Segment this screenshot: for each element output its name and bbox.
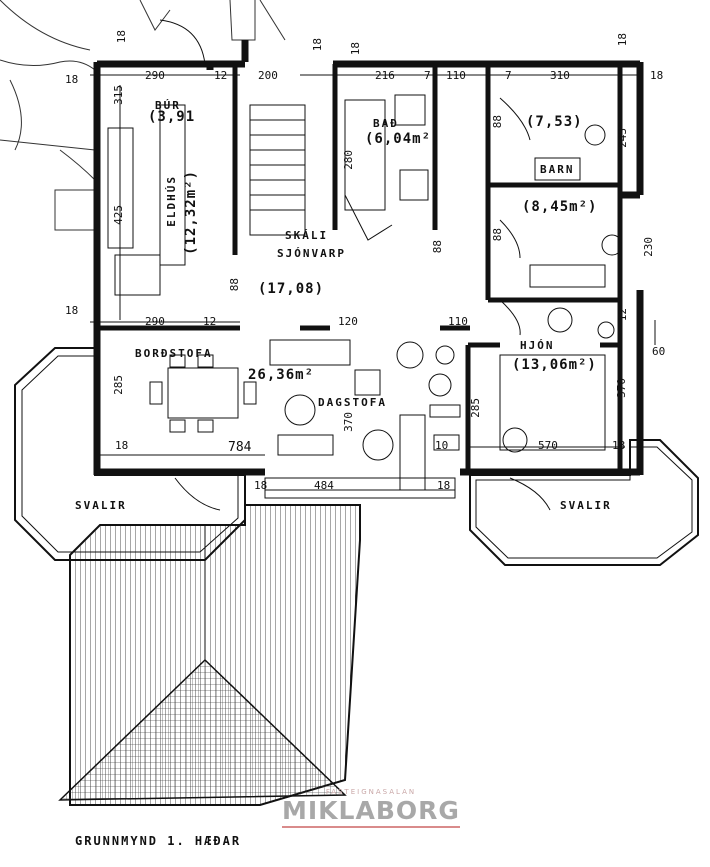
room-label-sjonvarp: SJÓNVARP [277, 247, 346, 260]
dimension-label: 310 [550, 69, 570, 82]
dimension-lines [90, 74, 656, 491]
room-label-eldhus: ELDHÚS [165, 175, 178, 227]
dimension-label: 280 [342, 150, 355, 170]
dimension-label: 120 [338, 315, 358, 328]
room-label-bad: BAÐ [373, 117, 399, 130]
dimension-label: 7 [424, 69, 431, 82]
room-area-barn2: (8,45m²) [522, 199, 598, 215]
interior-walls [97, 64, 623, 472]
room-label-hjon: HJÓN [520, 339, 555, 352]
exterior-walls [93, 40, 644, 476]
site-sketch [0, 0, 286, 231]
room-label-svalir-left: SVALIR [75, 499, 127, 512]
room-area-hjon: (13,06m²) [512, 357, 597, 373]
dimension-label: 18 [65, 73, 79, 86]
dimension-label: 484 [314, 479, 334, 492]
brand-tagline: FASTEIGNASALAN [325, 788, 417, 796]
room-label-dagstofa: DAGSTOFA [318, 396, 387, 409]
dimension-label: 370 [342, 412, 355, 432]
dimension-label: 10 [435, 439, 449, 452]
dimension-label: 110 [448, 315, 468, 328]
dimension-label: 243 [616, 128, 629, 148]
dimension-label: 88 [431, 240, 444, 254]
dimension-label: 18 [437, 479, 451, 492]
plan-caption: GRUNNMYND 1. HÆÐAR [75, 834, 242, 848]
room-label-bordstofa: BORÐSTOFA [135, 347, 213, 360]
room-area-bad: (6,04m²) [365, 131, 441, 147]
dimension-label: 88 [491, 115, 504, 129]
room-area-skali: (17,08) [258, 281, 325, 297]
dimension-label: 425 [112, 205, 125, 225]
dimension-label: 12 [616, 308, 629, 322]
dimension-label: 110 [446, 69, 466, 82]
brand-name: MIKLABORG [282, 796, 460, 825]
dimension-label: 784 [228, 440, 252, 455]
room-area-bur: (3,91 [148, 109, 196, 125]
furniture [107, 19, 623, 545]
dimension-label: 290 [145, 315, 165, 328]
dimension-label: 88 [228, 278, 241, 292]
dimension-label: 18 [254, 479, 268, 492]
dimension-label: 12 [214, 69, 228, 82]
dimension-label: 18 [311, 38, 324, 52]
dimension-label: 285 [469, 398, 482, 418]
room-label-skali: SKÁLI [285, 229, 329, 242]
miklaborg-logo: FASTEIGNASALAN MIKLABORG [282, 788, 460, 828]
dimension-label: 18 [115, 30, 128, 44]
dimension-label: 88 [491, 228, 504, 242]
dimension-label: 200 [258, 69, 278, 82]
room-label-barn: BARN [540, 163, 575, 176]
room-label-bur: BÚR [155, 99, 181, 112]
dimension-label: 290 [145, 69, 165, 82]
dimension-label: 570 [538, 439, 558, 452]
room-area-eldhus: (12,32m²) [183, 170, 199, 255]
dimension-label: 60 [652, 345, 666, 358]
dimension-label: 12 [203, 315, 217, 328]
dimension-label: 18 [115, 439, 129, 452]
dimension-label: 18 [616, 33, 629, 47]
room-area-stofa: 26,36m² [248, 367, 315, 383]
dimension-label: 285 [112, 375, 125, 395]
room-area-barn1: (7,53) [526, 114, 583, 130]
dimension-label: 18 [650, 69, 664, 82]
dimension-label: 315 [112, 85, 125, 105]
dimension-label: 370 [615, 378, 628, 398]
room-label-svalir-right: SVALIR [560, 499, 612, 512]
dimension-label: 18 [349, 42, 362, 56]
brand-underline [282, 826, 460, 828]
dimension-label: 18 [612, 439, 626, 452]
dimension-label: 18 [65, 304, 79, 317]
dimension-label: 7 [505, 69, 512, 82]
dimension-label: 216 [375, 69, 395, 82]
roof [58, 504, 361, 806]
dimension-label: 230 [642, 237, 655, 257]
